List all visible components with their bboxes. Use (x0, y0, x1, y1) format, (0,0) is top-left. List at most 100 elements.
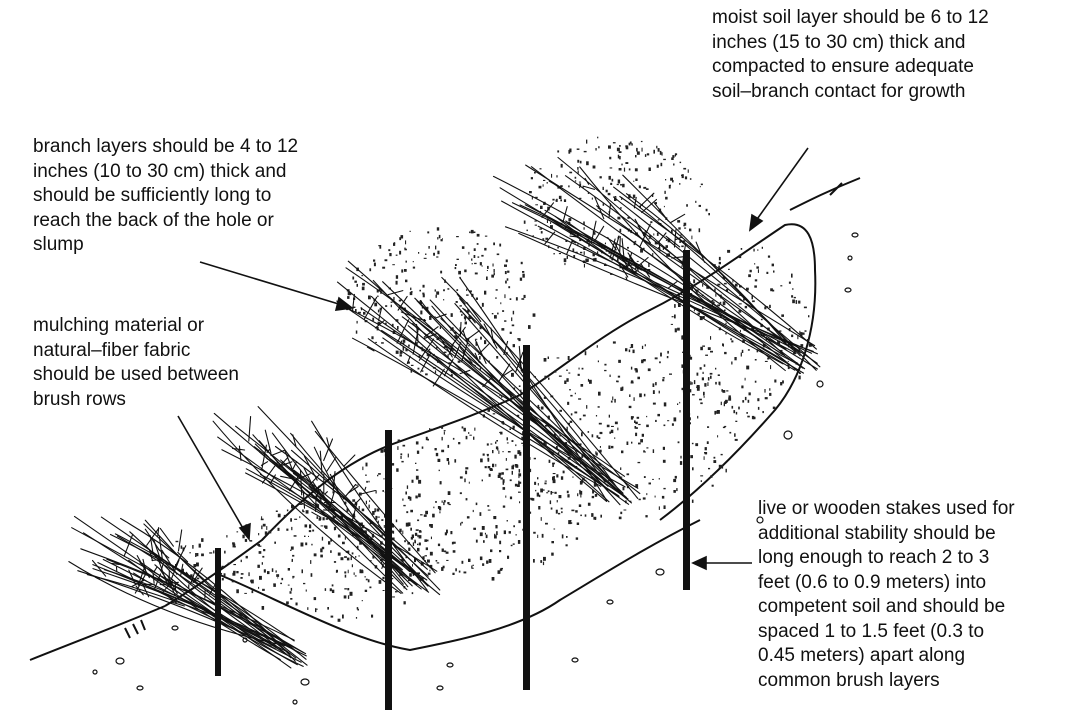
soil-dot (504, 320, 506, 322)
soil-dot (513, 311, 514, 315)
soil-dot (487, 270, 488, 271)
soil-dot (493, 516, 496, 519)
soil-dot (611, 446, 613, 448)
soil-dot (708, 347, 711, 350)
soil-dot (566, 378, 568, 382)
soil-dot (694, 309, 695, 311)
soil-dot (569, 389, 571, 390)
soil-dot (551, 508, 553, 510)
soil-dot (479, 356, 481, 360)
soil-dot (677, 403, 678, 405)
soil-dot (708, 213, 710, 215)
stake-2 (385, 430, 392, 710)
soil-dot (368, 579, 370, 582)
soil-dot (705, 355, 708, 356)
soil-dot (460, 492, 462, 494)
soil-dot (403, 445, 406, 447)
soil-dot (704, 383, 706, 387)
soil-dot (645, 344, 646, 346)
soil-dot (314, 553, 317, 556)
soil-dot (410, 292, 413, 295)
soil-dot (432, 514, 435, 518)
soil-dot (617, 217, 620, 220)
soil-dot (641, 141, 643, 142)
soil-dot (579, 368, 580, 370)
soil-dot (488, 510, 491, 511)
soil-dot (427, 231, 429, 233)
soil-dot (468, 252, 469, 255)
soil-dot (435, 448, 437, 450)
soil-dot (436, 291, 439, 294)
soil-dot (552, 477, 554, 481)
soil-dot (494, 317, 497, 318)
soil-dot (435, 370, 436, 373)
soil-dot (244, 593, 247, 594)
soil-dot (456, 289, 458, 291)
soil-dot (686, 204, 688, 207)
soil-dot (474, 428, 475, 431)
soil-dot (344, 588, 347, 589)
soil-dot (794, 297, 796, 298)
soil-dot (462, 561, 464, 564)
soil-dot (755, 381, 757, 383)
soil-dot (357, 321, 358, 324)
soil-dot (258, 587, 259, 589)
soil-dot (691, 382, 692, 384)
soil-dot (480, 459, 483, 463)
soil-dot (597, 345, 598, 348)
soil-dot (500, 302, 501, 304)
soil-dot (464, 572, 467, 574)
soil-dot (350, 592, 353, 596)
soil-dot (493, 243, 495, 246)
soil-dot (699, 399, 702, 401)
soil-dot (729, 432, 731, 434)
soil-dot (495, 297, 496, 299)
soil-dot (482, 303, 484, 307)
soil-dot (262, 562, 263, 565)
soil-dot (567, 402, 569, 405)
soil-dot (665, 179, 666, 180)
soil-dot (396, 281, 398, 285)
stakes-note: live or wooden stakes used for additiona… (758, 497, 1015, 693)
soil-dot (528, 325, 531, 329)
soil-dot (305, 543, 307, 546)
soil-dot (452, 573, 454, 575)
soil-dot (371, 336, 373, 339)
soil-dot (643, 359, 646, 361)
soil-dot (291, 527, 292, 530)
soil-dot (362, 287, 365, 291)
soil-dot (429, 349, 430, 351)
soil-dot (697, 416, 698, 419)
soil-dot (277, 577, 278, 578)
soil-dot (344, 595, 347, 598)
soil-dot (739, 303, 742, 304)
soil-dot (431, 537, 432, 540)
twig (460, 322, 461, 336)
soil-dot (581, 432, 583, 436)
soil-dot (719, 257, 721, 260)
soil-dot (400, 456, 401, 459)
soil-dot (268, 531, 271, 534)
soil-dot (629, 168, 631, 170)
soil-dot (617, 258, 619, 261)
soil-dot (397, 446, 398, 450)
soil-dot (620, 229, 622, 232)
soil-dot (634, 397, 635, 401)
soil-dot (428, 573, 431, 575)
soil-dot (499, 550, 501, 552)
soil-dot (597, 137, 598, 139)
soil-dot (492, 450, 494, 453)
soil-dot (805, 330, 807, 332)
soil-dot (618, 376, 620, 378)
soil-dot (564, 258, 567, 262)
soil-dot (320, 548, 322, 552)
soil-dot (598, 146, 599, 148)
soil-dot (188, 584, 189, 588)
soil-dot (644, 451, 646, 452)
soil-dot (506, 469, 509, 471)
soil-dot (556, 474, 558, 477)
soil-dot (539, 186, 542, 189)
soil-dot (288, 568, 290, 571)
twig (634, 197, 636, 207)
soil-dot (443, 502, 444, 505)
